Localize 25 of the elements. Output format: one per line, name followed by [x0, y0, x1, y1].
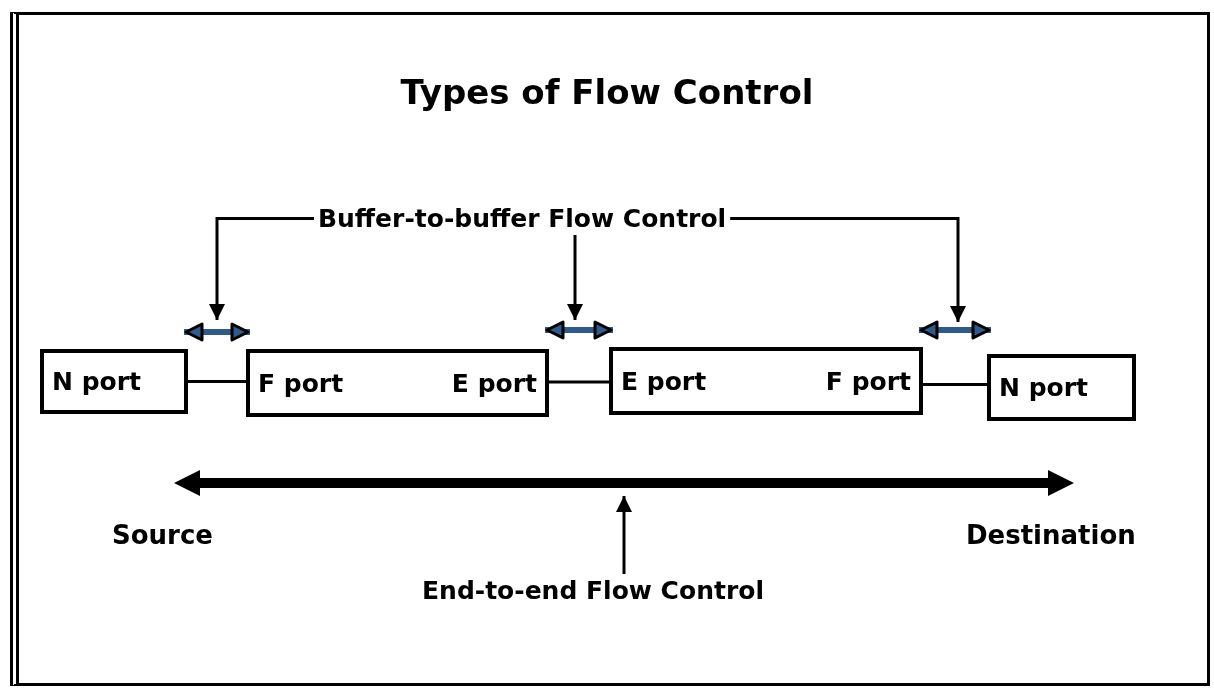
leader-arrow	[567, 235, 583, 320]
connector-line	[188, 380, 246, 383]
callout-text: End-to-end Flow Control	[422, 576, 764, 605]
port-label: E port	[621, 368, 707, 394]
double-arrow	[184, 322, 250, 342]
diagram-title: Types of Flow Control	[399, 72, 815, 112]
callout-text: Buffer-to-buffer Flow Control	[318, 204, 727, 233]
leader-arrow	[616, 496, 632, 574]
port-box	[40, 349, 188, 414]
connector-line	[923, 383, 987, 386]
connector-line	[549, 380, 609, 384]
double-arrow	[545, 320, 613, 340]
port-box	[987, 354, 1136, 421]
port-box	[246, 349, 549, 417]
double-arrow	[919, 320, 991, 340]
port-label: N port	[52, 369, 141, 394]
port-label: N port	[999, 375, 1088, 400]
port-box	[609, 347, 923, 415]
endpoint-label: Destination	[966, 520, 1136, 550]
port-label: F port	[825, 368, 911, 394]
port-label: F port	[258, 370, 344, 396]
port-label: E port	[451, 370, 537, 396]
leader-arrow	[209, 217, 314, 320]
endpoint-label: Source	[112, 520, 213, 550]
leader-arrow	[730, 217, 966, 322]
